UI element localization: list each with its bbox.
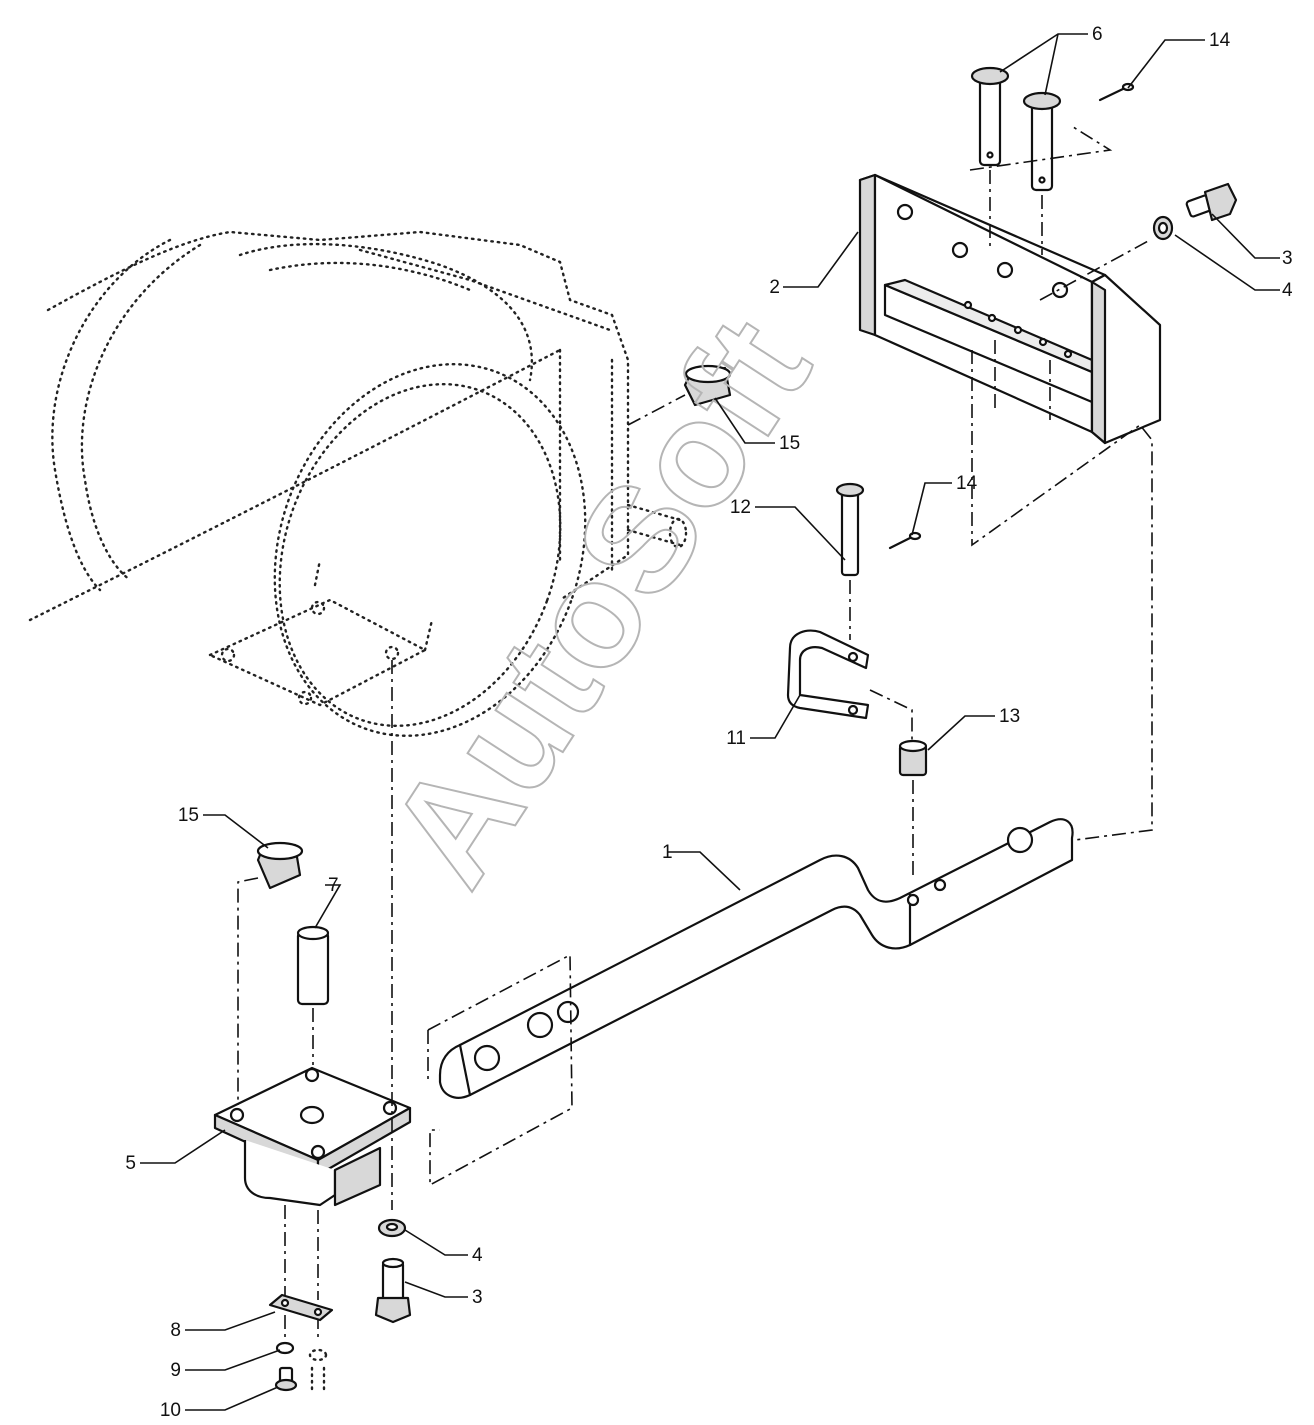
callout-13: 13 [999, 706, 1020, 727]
callout-10: 10 [160, 1400, 181, 1421]
callout-14-mid: 14 [956, 473, 978, 494]
callout-4-upper: 4 [1282, 280, 1293, 301]
callout-labels: 1 2 3 3 4 4 5 6 7 8 9 10 11 12 13 14 14 … [125, 24, 1293, 1421]
align-line [869, 689, 913, 740]
rear-axle-housing-phantom [28, 230, 688, 737]
align-line [237, 877, 259, 1105]
callout-8: 8 [170, 1320, 181, 1341]
callout-3-lower: 3 [472, 1287, 483, 1308]
washer-9 [275, 1341, 328, 1362]
drawbar-support-frame [858, 173, 1162, 445]
callout-1: 1 [662, 842, 673, 863]
washer-lower [377, 1218, 407, 1238]
bolt-upper [1185, 182, 1238, 222]
cotter-pin-mid [888, 531, 922, 550]
pin-12 [835, 482, 865, 577]
callout-2: 2 [769, 277, 780, 298]
plug-lower [256, 841, 304, 890]
callout-14-upper: 14 [1209, 30, 1231, 51]
callout-15-upper: 15 [779, 433, 800, 454]
align-line [1039, 239, 1151, 301]
bush-13 [898, 739, 928, 777]
callout-15-lower: 15 [178, 805, 199, 826]
callout-6: 6 [1092, 24, 1103, 45]
clevis-pin-left [970, 66, 1010, 167]
plug-upper [683, 364, 732, 407]
callout-3-upper: 3 [1282, 248, 1293, 269]
callout-11: 11 [726, 728, 746, 749]
callout-7: 7 [328, 875, 339, 896]
align-line [969, 124, 1113, 171]
align-line [627, 394, 686, 426]
callout-9: 9 [170, 1360, 181, 1381]
screw-10 [274, 1366, 326, 1392]
callout-4-lower: 4 [472, 1245, 483, 1266]
callout-12: 12 [730, 497, 751, 518]
align-line [971, 350, 1153, 841]
clevis-pin-right [1022, 91, 1062, 192]
callout-5: 5 [125, 1153, 136, 1174]
callout-leaders [140, 33, 1280, 1411]
drawbar [438, 818, 1074, 1099]
washer-upper [1152, 215, 1174, 241]
bolt-lower [374, 1257, 412, 1324]
bracket-plate [213, 1066, 412, 1207]
plate-8 [268, 1293, 334, 1322]
cotter-pin-top [1098, 82, 1135, 102]
watermark: AutoSoft [356, 290, 842, 912]
clevis-11 [786, 629, 870, 720]
sleeve-7 [296, 925, 330, 1006]
